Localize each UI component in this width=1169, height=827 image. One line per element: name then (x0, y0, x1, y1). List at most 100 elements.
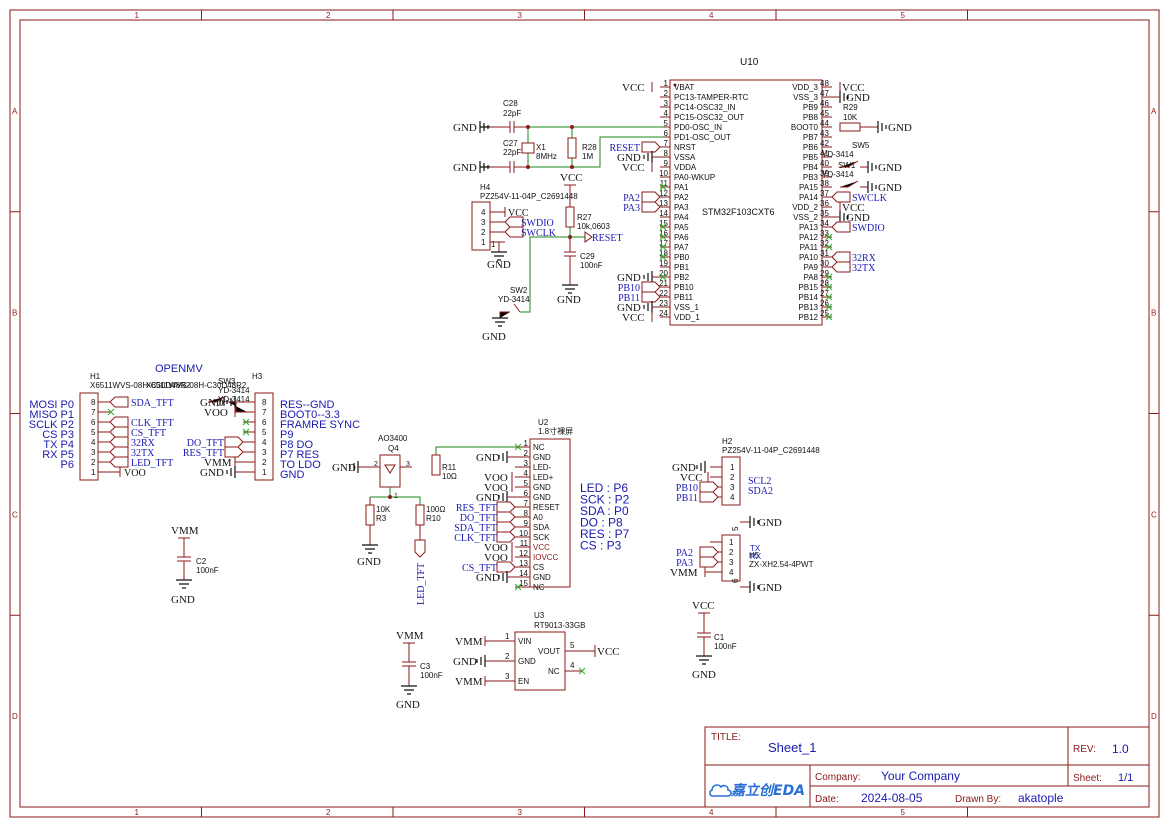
tb-date: 2024-08-05 (861, 791, 923, 805)
pin1-dot (673, 83, 677, 87)
net-flag (224, 446, 244, 458)
mcu-net-gnd: GND (846, 92, 870, 104)
mcu-net-vcc: VCC (622, 82, 645, 94)
h2-body (721, 456, 741, 506)
h4-pin-number: 2 (481, 228, 486, 237)
h4-part: PZ254V-11-04P_C2691448 (480, 192, 578, 201)
ldo-nc-name: NC (548, 667, 560, 676)
h2-pin-number: 4 (730, 493, 735, 502)
ldo-pin-name: GND (518, 657, 536, 666)
lcd-ref: U2 (538, 418, 549, 427)
h2-header: H2 PZ254V-11-04P_C2691448 1GND2VCC3PB10S… (672, 437, 820, 506)
lcd-pin-name: LED+ (533, 473, 554, 482)
gnd-icon (219, 398, 225, 406)
h3-net: GND (200, 397, 224, 409)
mcu-pin-number: 10 (659, 169, 668, 178)
sw3b-val: YD-3414 (218, 395, 250, 404)
h1-pin-number: 7 (91, 408, 96, 417)
h2-pin-number: 1 (730, 463, 735, 472)
no-connect-icon (659, 183, 667, 191)
gnd-icon (867, 181, 877, 193)
no-connect-icon (825, 293, 833, 301)
wire-sw2 (520, 236, 570, 313)
row-label: C (1151, 510, 1157, 519)
net-flag (496, 511, 516, 523)
openmv-left-label: SCLK P2 (29, 419, 74, 431)
mcu-pin-number: 17 (659, 239, 668, 248)
cap-c2: VMM C2 100nF GND (171, 525, 219, 606)
openmv-right-label: TO LDO (280, 459, 321, 471)
h3-net: DO_TFT (187, 438, 224, 449)
x1-crystal (521, 142, 535, 154)
c28-val: 22pF (503, 109, 521, 118)
mcu-pin-name: PA14 (799, 193, 819, 202)
sw2-ref: SW2 (510, 286, 528, 295)
openmv-left-label: P6 (61, 459, 74, 471)
h1-body (79, 392, 99, 481)
h4-net: SWDIO (521, 218, 554, 229)
x1-ref: X1 (536, 143, 546, 152)
lcd-net: DO_TFT (460, 513, 497, 524)
gnd-icon (643, 151, 653, 163)
mcu-pin-name: NRST (674, 143, 696, 152)
lcd-pin-number: 3 (524, 459, 529, 468)
mcu-pin-name: VDD_3 (792, 83, 818, 92)
openmv-right-label: P8 DO (280, 439, 313, 451)
mcu-pin-number: 16 (659, 229, 668, 238)
no-connect-icon (659, 243, 667, 251)
tb-title-label: TITLE: (711, 732, 741, 743)
h3-net: VMM (204, 457, 232, 469)
mcu-pin-number: 40 (820, 159, 829, 168)
gnd-icon (877, 121, 887, 133)
lcd-pin-note: RES : P7 (580, 527, 630, 541)
h3-pin-number: 3 (262, 448, 267, 457)
row-label: D (1151, 712, 1157, 721)
mcu-pin-number: 38 (820, 179, 829, 188)
row-label: B (12, 309, 17, 318)
net-flag (109, 436, 129, 448)
c2-top: VMM (171, 525, 199, 537)
gnd-icon (476, 655, 486, 667)
lcd-pin-number: 13 (519, 559, 528, 568)
h5-connector: H5 ZX-XH2.54-4PWT TX RX 512PA23PA34VMM6 … (670, 516, 814, 594)
ldo-net: VMM (455, 676, 483, 688)
column-label: 2 (326, 11, 331, 20)
c2-ref: C2 (196, 557, 207, 566)
mcu-pin-name: PA5 (674, 223, 689, 232)
mcu-pin-name: PD0-OSC_IN (674, 123, 722, 132)
lcd-net: GND (476, 492, 500, 504)
mcu-pin-name: PB1 (674, 263, 690, 272)
mcu-pin-number: 19 (659, 259, 668, 268)
mcu-pin-name: PA3 (674, 203, 689, 212)
h3-net: VOO (204, 407, 228, 419)
openmv-left-label: MISO P1 (29, 409, 74, 421)
h5-net: VMM (670, 567, 698, 579)
no-connect-icon (825, 273, 833, 281)
lcd-pin-note: CS : P3 (580, 539, 622, 553)
lcd-net: VOO (484, 482, 508, 494)
openmv-right-label: P9 (280, 429, 293, 441)
mcu-pin-number: 45 (820, 109, 829, 118)
h2-ref: H2 (722, 437, 733, 446)
mcu-pin-name: VDDA (674, 163, 697, 172)
lcd-pin-name: RESET (533, 503, 560, 512)
h5-tx: TX (750, 544, 761, 553)
column-label: 3 (517, 808, 522, 817)
net-flag (831, 221, 851, 233)
mcu-pin-name: VBAT (674, 83, 694, 92)
h1-net: VOO (124, 468, 146, 479)
osc-gnd-1: GND (453, 122, 477, 134)
h4-pin-number: 4 (481, 208, 486, 217)
mcu-pin-name: VSS_1 (674, 303, 699, 312)
net-flag (109, 396, 129, 408)
mcu-pin-name: PB5 (803, 153, 819, 162)
openmv-right-label: GND (280, 469, 305, 481)
h5-pin-number: 5 (731, 526, 740, 531)
mcu-pin-name: PD1-OSC_OUT (674, 133, 731, 142)
mcu-pin-name: VSS_3 (793, 93, 818, 102)
lcd-pin-number: 5 (524, 479, 529, 488)
